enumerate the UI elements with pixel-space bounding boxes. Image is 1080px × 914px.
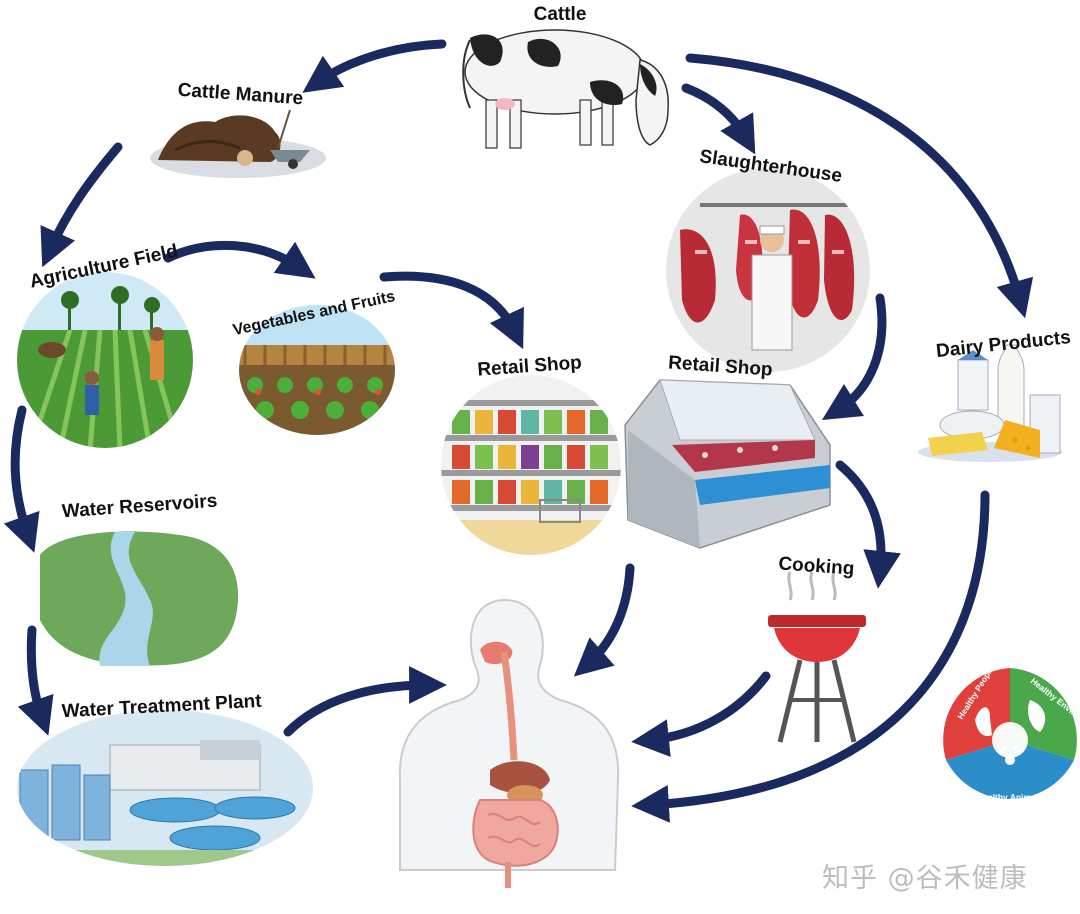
arrow-meatshop-to-cooking [835, 460, 901, 589]
label-cattle-manure: Cattle Manure [177, 80, 304, 110]
meat-counter-icon [624, 379, 831, 549]
arrow-cooking-to-human [631, 671, 771, 757]
badge-healthy-animals: Healthy Animals [977, 792, 1043, 802]
label-water-reservoirs: Water Reservoirs [61, 491, 218, 523]
arrow-dairy-to-human [631, 490, 990, 823]
arrow-cattle-to-manure [302, 39, 447, 93]
label-cattle: Cattle [534, 4, 587, 25]
arrow-manure-to-field [40, 142, 123, 268]
dairy-icon [918, 344, 1062, 462]
produce-shop-icon [441, 375, 621, 555]
cow-icon [462, 29, 669, 149]
manure-icon [150, 109, 326, 178]
grill-icon [768, 571, 866, 743]
vegetables-icon [239, 305, 395, 435]
arrow-cattle-to-slaughterhouse [681, 83, 756, 155]
arrow-vegetables-to-shop [379, 271, 524, 350]
flow-arrows [3, 39, 1034, 823]
river-icon [40, 531, 239, 666]
field-icon [17, 272, 193, 448]
arrow-plant-to-human [283, 666, 447, 737]
arrow-slaughterhouse-to-meatshop [821, 293, 887, 421]
arrow-field-to-vegetables [163, 240, 316, 279]
arrow-produce-shop-to-human [573, 563, 635, 677]
watermark: 知乎 @谷禾健康 [822, 863, 1028, 894]
arrow-reservoirs-to-plant [17, 625, 54, 736]
arrow-cattle-to-dairy [685, 53, 1034, 319]
label-retail-shop-produce: Retail Shop [477, 352, 583, 380]
arrow-field-to-reservoirs [3, 405, 40, 553]
digestive-system-icon [398, 598, 620, 888]
water-plant-icon [17, 710, 313, 866]
slaughterhouse-icon [666, 168, 870, 372]
one-health-icon: Healthy People Healthy Environment Healt… [943, 664, 1080, 802]
